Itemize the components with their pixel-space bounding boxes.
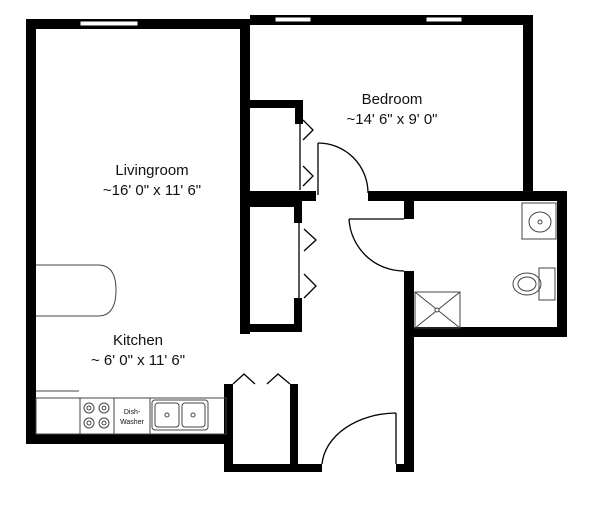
- wall-bath-bottom: [404, 327, 567, 337]
- room-name-living: Livingroom: [115, 162, 189, 179]
- room-dims-living: ~16' 0" x 11' 6": [102, 182, 202, 200]
- sink-drain-right: [190, 412, 196, 418]
- bifold-closet1-a: [302, 119, 314, 141]
- wall-entry-left: [224, 384, 233, 472]
- wall-bath-top: [404, 191, 566, 201]
- burner-3: [83, 417, 95, 429]
- kitchen-fixtures: [35, 264, 227, 435]
- toilet-bowl: [512, 272, 542, 296]
- toilet-seat: [517, 276, 537, 292]
- wall-closet2-right: [294, 201, 302, 223]
- wall-entry-bottom-right: [396, 464, 414, 472]
- wall-bath-right: [557, 191, 567, 337]
- dishwasher-label-1: Dish-: [124, 409, 141, 416]
- wall-closet1-right: [295, 100, 303, 124]
- kitchen-sink: [151, 399, 209, 431]
- stove: [79, 397, 115, 435]
- burner-2-inner: [101, 405, 107, 411]
- bifold-closet1-b: [302, 165, 314, 187]
- bath-sink: [528, 211, 552, 233]
- wall-living-right: [240, 29, 250, 334]
- shower: [414, 291, 461, 329]
- door-entry-swing: [321, 412, 397, 465]
- room-label-living: Livingroom ~16' 0" x 11' 6": [72, 161, 232, 202]
- door-bath-swing: [348, 218, 405, 272]
- wall-bath-left-low: [404, 271, 414, 337]
- room-name-kitchen: Kitchen: [112, 332, 164, 349]
- wall-bedroom-right: [523, 15, 533, 195]
- vanity: [521, 202, 557, 240]
- room-name-bedroom: Bedroom: [361, 91, 423, 108]
- wall-closet1-bottom: [250, 191, 316, 201]
- burner-4-inner: [101, 420, 107, 426]
- wall-closet3-right: [290, 384, 298, 472]
- window-bedroom-right: [425, 16, 463, 23]
- sink-drain-left: [164, 412, 170, 418]
- burner-3-inner: [86, 420, 92, 426]
- wall-entry-bottom-left: [224, 464, 322, 472]
- toilet-tank: [538, 267, 556, 301]
- bifold-closet2-b: [303, 273, 317, 299]
- bifold-closet3-b: [266, 373, 291, 385]
- bath-fixtures: [414, 202, 557, 329]
- room-label-kitchen: Kitchen ~ 6' 0" x 11' 6": [58, 331, 218, 372]
- wall-bottom-kitchen: [26, 434, 231, 444]
- window-bedroom-left: [274, 16, 312, 23]
- burner-2: [98, 402, 110, 414]
- dishwasher-label-2: Washer: [120, 419, 145, 426]
- wall-hall-right: [404, 337, 414, 472]
- bifold-closet2-a: [303, 228, 317, 252]
- window-living: [79, 20, 139, 27]
- room-dims-bedroom: ~14' 6" x 9' 0": [346, 111, 438, 129]
- windows: [79, 16, 463, 27]
- bath-sink-drain: [537, 219, 543, 225]
- doors: [232, 118, 405, 465]
- wall-left: [26, 19, 36, 444]
- room-dims-kitchen: ~ 6' 0" x 11' 6": [90, 352, 186, 370]
- wall-bath-left-top: [404, 191, 414, 219]
- walls: [26, 15, 567, 472]
- wall-closet2-right-low: [294, 298, 302, 330]
- sink-basin-right: [181, 402, 206, 428]
- bifold-closet3-a: [232, 373, 256, 385]
- wall-closet1-top: [250, 100, 300, 108]
- peninsula-counter: [36, 264, 117, 317]
- shower-drain: [434, 307, 440, 313]
- dishwasher: [113, 397, 151, 435]
- burner-1-inner: [86, 405, 92, 411]
- burner-4: [98, 417, 110, 429]
- wall-closet2-top: [250, 201, 300, 207]
- door-bedroom-swing: [317, 142, 369, 194]
- room-label-bedroom: Bedroom ~14' 6" x 9' 0": [322, 90, 462, 131]
- burner-1: [83, 402, 95, 414]
- sink-basin-left: [154, 402, 180, 428]
- wall-closet2-bottom: [240, 324, 302, 332]
- wall-top-bedroom: [250, 15, 533, 25]
